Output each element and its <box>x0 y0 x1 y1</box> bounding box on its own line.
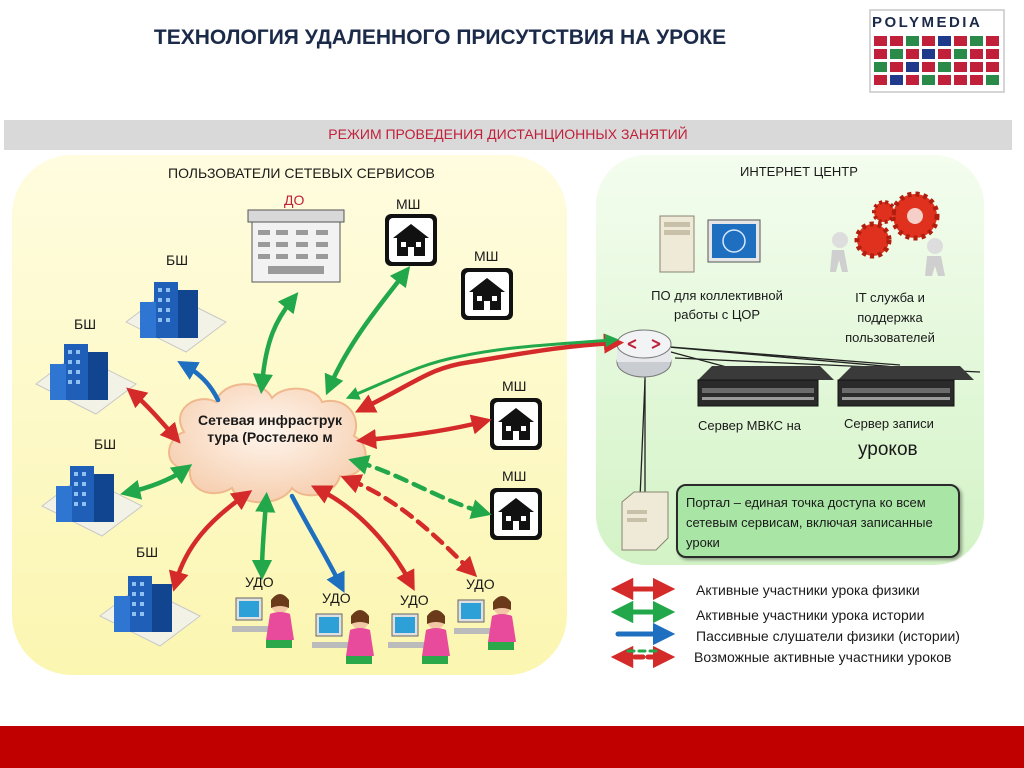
arrow-bsh3-green <box>120 464 193 500</box>
bsh-building-icon-2 <box>35 344 137 415</box>
logo-tile <box>874 36 887 46</box>
polymedia-logo-grid <box>869 9 1005 93</box>
logo-tile <box>938 62 951 72</box>
page-title: ТЕХНОЛОГИЯ УДАЛЕННОГО ПРИСУТСТВИЯ НА УРО… <box>153 26 727 49</box>
workstation-server-icon <box>659 215 761 273</box>
logo-tile <box>874 62 887 72</box>
udo-user-icon-1 <box>232 594 294 648</box>
legend-text-2: Активные участники урока истории <box>696 607 925 623</box>
logo-tile <box>922 49 935 59</box>
logo-tile <box>954 36 967 46</box>
logo-tile <box>874 75 887 85</box>
polymedia-logo-text: POLYMEDIA <box>872 14 983 31</box>
arrow-msh1-green <box>324 265 411 396</box>
bsh-building-icon-1 <box>125 282 227 353</box>
bsh-building-icon-4 <box>99 576 201 647</box>
logo-tile <box>922 36 935 46</box>
logo-tile <box>986 75 999 85</box>
node-label-udo-2: УДО <box>322 590 351 606</box>
logo-tile <box>906 62 919 72</box>
legend-text-4: Возможные активные участники уроков <box>694 649 952 665</box>
logo-tile <box>986 62 999 72</box>
logo-tile <box>970 75 983 85</box>
network-cloud-label: Сетевая инфраструк тура (Ростелеко м <box>197 412 343 445</box>
logo-tile <box>970 36 983 46</box>
logo-tile <box>986 36 999 46</box>
users-panel-title: ПОЛЬЗОВАТЕЛИ СЕТЕВЫХ СЕРВИСОВ <box>168 165 435 181</box>
po-label: ПО для коллективной работы с ЦОР <box>651 288 783 322</box>
mode-banner-text: РЕЖИМ ПРОВЕДЕНИЯ ДИСТАНЦИОННЫХ ЗАНЯТИЙ <box>328 126 688 142</box>
logo-tile <box>890 62 903 72</box>
msh-house-icon-4 <box>490 488 542 540</box>
node-label-udo-3: УДО <box>400 592 429 608</box>
node-label-msh-1: МШ <box>396 196 421 212</box>
logo-tile <box>954 49 967 59</box>
portal-box <box>676 484 960 558</box>
arrow-udo3-red <box>310 485 415 591</box>
arrow-bsh2-red <box>126 387 181 444</box>
mode-banner: РЕЖИМ ПРОВЕДЕНИЯ ДИСТАНЦИОННЫХ ЗАНЯТИЙ <box>4 120 1012 150</box>
internet-center-title: ИНТЕРНЕТ ЦЕНТР <box>740 164 858 179</box>
portal-server-icon <box>621 491 669 551</box>
udo-user-icon-2 <box>312 610 374 664</box>
node-label-udo-1: УДО <box>245 574 274 590</box>
logo-tile <box>938 36 951 46</box>
logo-tile <box>938 75 951 85</box>
logo-tile <box>906 49 919 59</box>
it-support-gears-icon <box>830 191 945 276</box>
legend-text-3: Пассивные слушатели физики (истории) <box>696 628 960 644</box>
logo-tile <box>874 49 887 59</box>
logo-tile <box>890 75 903 85</box>
node-label-bsh-1: БШ <box>166 252 189 268</box>
recording-server-label: Сервер записи <box>844 416 934 431</box>
logo-tile <box>970 62 983 72</box>
node-label-bsh-2: БШ <box>74 316 97 332</box>
router-icon <box>616 329 672 378</box>
msh-house-icon-1 <box>385 214 437 266</box>
arrow-msh3-red <box>355 414 492 450</box>
udo-user-icon-3 <box>388 610 450 664</box>
polymedia-logo <box>868 8 1008 94</box>
node-label-do: ДО <box>284 192 305 208</box>
logo-tile <box>922 75 935 85</box>
node-label-bsh-4: БШ <box>136 544 159 560</box>
logo-tile <box>954 62 967 72</box>
logo-tile <box>890 49 903 59</box>
portal-text: Портал – единая точка доступа ко всем се… <box>686 495 933 550</box>
node-label-udo-4: УДО <box>466 576 495 592</box>
node-label-msh-3: МШ <box>502 378 527 394</box>
mvks-server-icon <box>697 366 834 407</box>
bsh-building-icon-3 <box>41 466 143 537</box>
logo-tile <box>954 75 967 85</box>
legend-text-1: Активные участники урока физики <box>696 582 920 598</box>
mvks-server-label: Сервер МВКС на <box>698 418 802 433</box>
udo-user-icon-4 <box>454 596 516 650</box>
arrow-udo1-green <box>251 491 276 581</box>
logo-tile <box>906 75 919 85</box>
it-support-label: IT служба и поддержка пользователей <box>845 290 935 345</box>
bottom-bar <box>0 726 1024 768</box>
logo-tile <box>938 49 951 59</box>
node-label-bsh-3: БШ <box>94 436 117 452</box>
logo-tile <box>890 36 903 46</box>
logo-tile <box>922 62 935 72</box>
msh-house-icon-2 <box>461 268 513 320</box>
arrow-bsh1-blue <box>177 360 221 403</box>
recording-server-icon <box>837 366 974 407</box>
arrow-bsh4-red <box>168 490 253 592</box>
logo-tile <box>906 36 919 46</box>
do-building-icon <box>247 209 345 283</box>
node-label-msh-2: МШ <box>474 248 499 264</box>
logo-tile <box>986 49 999 59</box>
arrow-do-green <box>252 292 299 395</box>
node-label-msh-4: МШ <box>502 468 527 484</box>
logo-tile <box>970 49 983 59</box>
msh-house-icon-3 <box>490 398 542 450</box>
recording-server-label-2: уроков <box>858 439 918 460</box>
